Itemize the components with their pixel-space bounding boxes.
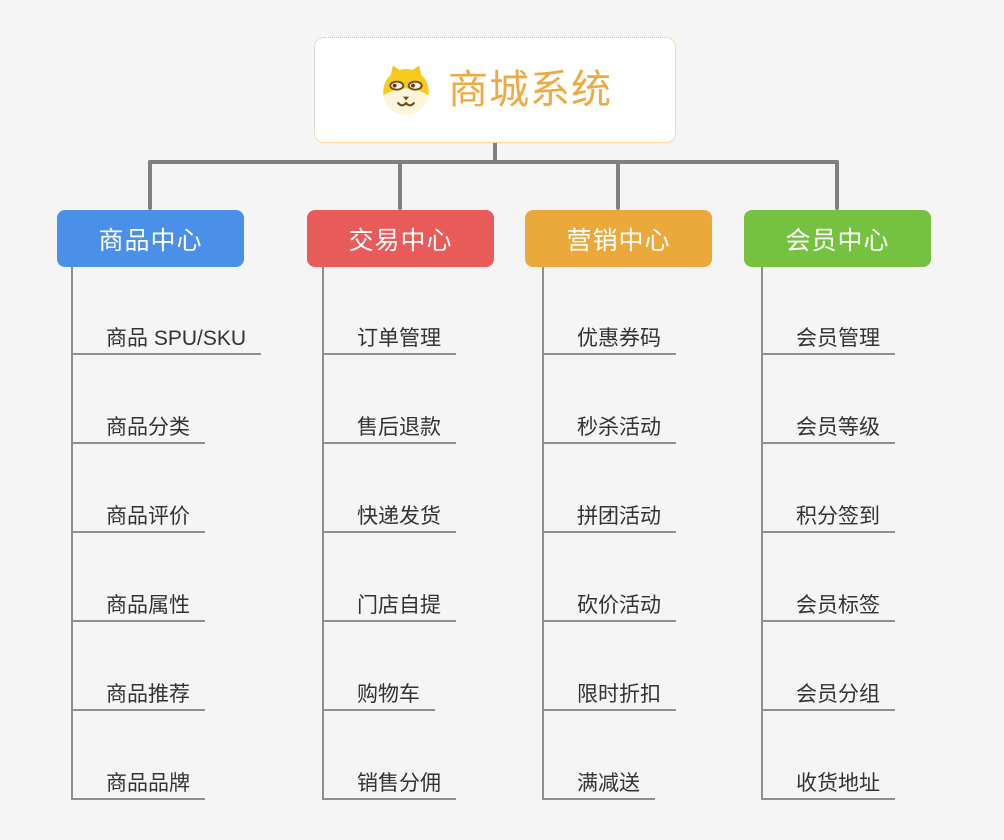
leaf-node[interactable]: 门店自提: [324, 589, 456, 622]
leaf-node[interactable]: 收货地址: [763, 767, 895, 800]
leaf-node[interactable]: 会员标签: [763, 589, 895, 622]
connector-horizontal-bar: [148, 160, 839, 164]
leaf-node[interactable]: 快递发货: [324, 500, 456, 533]
root-title: 商城系统: [448, 68, 612, 112]
leaf-node[interactable]: 订单管理: [324, 322, 456, 355]
leaf-node[interactable]: 商品 SPU/SKU: [73, 322, 262, 355]
leaf-node[interactable]: 商品推荐: [73, 678, 205, 711]
leaf-node[interactable]: 售后退款: [324, 411, 456, 444]
branch-column-member-center: 会员管理 会员等级 积分签到 会员标签 会员分组 收货地址: [761, 267, 895, 800]
leaf-node[interactable]: 销售分佣: [324, 767, 456, 800]
leaf-node[interactable]: 商品属性: [73, 589, 205, 622]
leaf-node[interactable]: 优惠券码: [544, 322, 676, 355]
leaf-node[interactable]: 拼团活动: [544, 500, 676, 533]
connector-root-stem: [493, 143, 497, 162]
branch-node-marketing-center[interactable]: 营销中心: [525, 210, 712, 267]
leaf-node[interactable]: 满减送: [544, 767, 655, 800]
leaf-node[interactable]: 会员等级: [763, 411, 895, 444]
leaf-node[interactable]: 商品分类: [73, 411, 205, 444]
branch-column-product-center: 商品 SPU/SKU 商品分类 商品评价 商品属性 商品推荐 商品品牌: [71, 267, 262, 800]
leaf-node[interactable]: 会员管理: [763, 322, 895, 355]
connector-drop-products: [148, 160, 152, 210]
branch-column-trade-center: 订单管理 售后退款 快递发货 门店自提 购物车 销售分佣: [322, 267, 456, 800]
leaf-node[interactable]: 商品评价: [73, 500, 205, 533]
branch-node-member-center[interactable]: 会员中心: [744, 210, 931, 267]
root-node[interactable]: 商城系统: [314, 37, 676, 143]
branch-node-product-center[interactable]: 商品中心: [57, 210, 244, 267]
connector-drop-trade: [398, 160, 402, 210]
leaf-node[interactable]: 购物车: [324, 678, 435, 711]
leaf-node[interactable]: 秒杀活动: [544, 411, 676, 444]
connector-drop-marketing: [616, 160, 620, 210]
leaf-node[interactable]: 砍价活动: [544, 589, 676, 622]
branch-node-trade-center[interactable]: 交易中心: [307, 210, 494, 267]
leaf-node[interactable]: 会员分组: [763, 678, 895, 711]
branch-column-marketing-center: 优惠券码 秒杀活动 拼团活动 砍价活动 限时折扣 满减送: [542, 267, 676, 800]
leaf-node[interactable]: 积分签到: [763, 500, 895, 533]
doge-icon: [383, 65, 429, 115]
connector-drop-members: [835, 160, 839, 210]
leaf-node[interactable]: 商品品牌: [73, 767, 205, 800]
leaf-node[interactable]: 限时折扣: [544, 678, 676, 711]
